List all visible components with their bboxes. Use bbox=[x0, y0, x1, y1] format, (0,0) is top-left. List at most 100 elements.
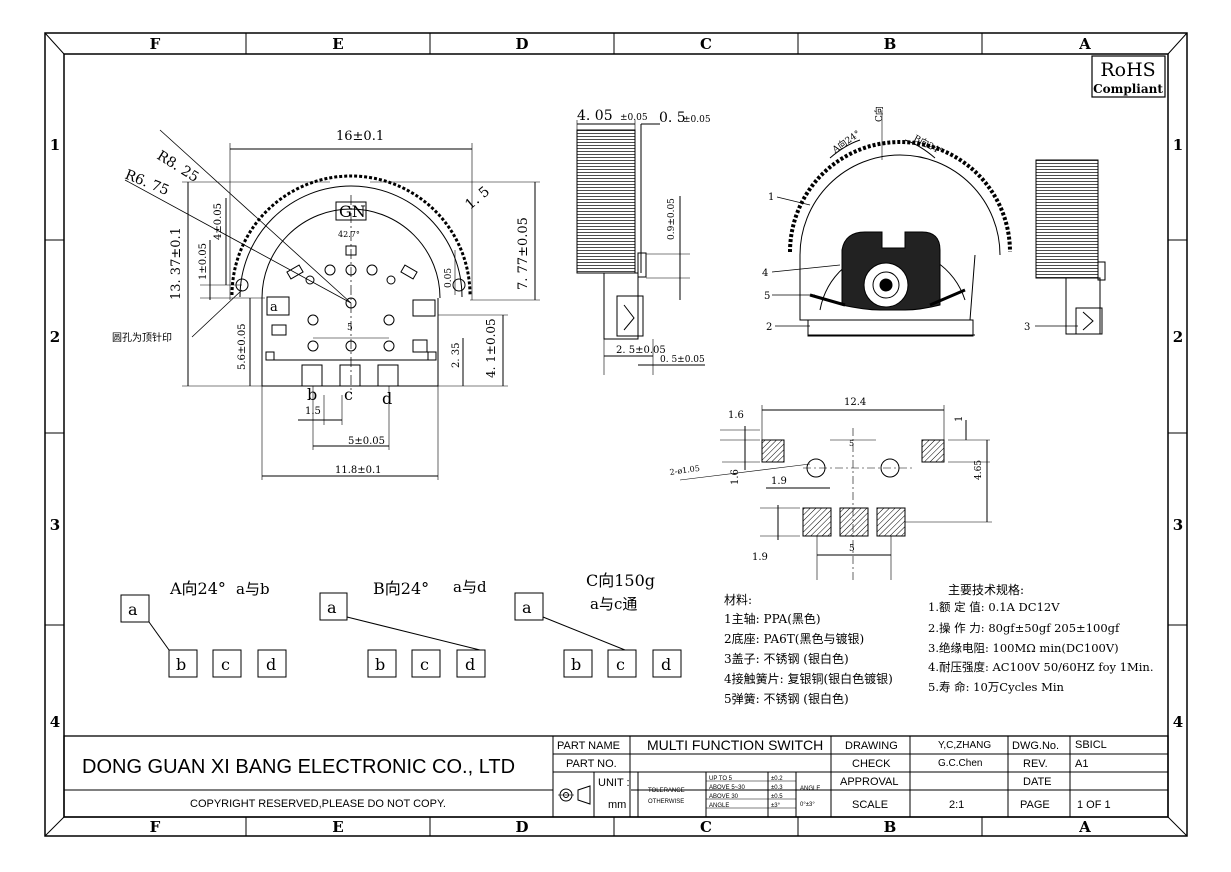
zone-labels: F E D C B A F E D C B A 1 2 3 4 1 2 3 4 bbox=[50, 35, 1183, 836]
state-b-pin-d: d bbox=[465, 655, 475, 674]
drawing-label: DRAWING bbox=[845, 740, 898, 752]
side-view-labels: 4. 05 ±0.05 0. 5 ±0.05 0.9±0.05 2. 5±0.0… bbox=[577, 108, 711, 365]
state-a-pin-d: d bbox=[266, 655, 276, 674]
dim-05: 0. 5 bbox=[659, 110, 686, 126]
state-a-subtitle: a与b bbox=[236, 580, 270, 598]
angle-label: ANGLE bbox=[800, 786, 820, 792]
pcb-dim-16a: 1.6 bbox=[728, 410, 744, 421]
side-view bbox=[576, 120, 705, 375]
pcb-dim-5a: 5 bbox=[849, 439, 854, 448]
knob-serrated-arc bbox=[230, 174, 472, 296]
title-block-text: DONG GUAN XI BANG ELECTRONIC CO., LTD CO… bbox=[82, 737, 1111, 811]
materials-list: 材料: 1主轴: PPA(黑色) 2底座: PA6T(黑色与镀银) 3盖子: 不… bbox=[724, 593, 893, 706]
dim-05b: 0. 5±0.05 bbox=[660, 355, 705, 365]
rohs-label: RoHS bbox=[1100, 59, 1155, 81]
material-4: 4接触簧片: 复银铜(银白色镀银) bbox=[724, 671, 893, 686]
zone-top-e: E bbox=[332, 35, 343, 53]
pcb-hole: 2-ø1.05 bbox=[669, 464, 700, 477]
rohs-compliant-label: Compliant bbox=[1093, 82, 1163, 96]
otherwise-label: OTHERWISE bbox=[648, 799, 684, 805]
zone-top-d: D bbox=[515, 35, 528, 53]
callout-2: 2 bbox=[766, 322, 772, 333]
unit-label: UNIT : bbox=[598, 777, 630, 789]
material-2: 2底座: PA6T(黑色与镀银) bbox=[724, 631, 864, 646]
dim-05-tol: ±0.05 bbox=[683, 115, 711, 125]
dim-25: 2. 5±0.05 bbox=[616, 345, 666, 356]
tolerance-label: TOLERANCE bbox=[648, 788, 685, 794]
front-pin-b: b bbox=[307, 385, 317, 404]
spec-5: 5.寿 命: 10万Cycles Min bbox=[928, 680, 1065, 694]
dim-5-bottom: 5±0.05 bbox=[348, 436, 385, 447]
dim-15: 1. 5 bbox=[462, 184, 493, 213]
part-no-label: PART NO. bbox=[566, 758, 617, 770]
front-view bbox=[124, 129, 540, 480]
check-value: G.C.Chen bbox=[938, 758, 982, 769]
spec-3: 3.绝缘电阻: 100MΩ min(DC100V) bbox=[928, 641, 1119, 655]
front-view-labels: 16±0.1 R8. 25 R6. 75 1. 5 7. 77±0.05 13.… bbox=[112, 129, 531, 476]
check-label: CHECK bbox=[852, 758, 891, 770]
dim-005: 0.05 bbox=[444, 268, 454, 288]
zone-top-b: B bbox=[884, 35, 897, 53]
tol-above2-value: ±0.5 bbox=[771, 794, 783, 800]
dim-405: 4. 05 bbox=[577, 108, 613, 124]
pcb-footprint bbox=[679, 405, 992, 580]
state-a-pin-a: a bbox=[128, 600, 138, 619]
materials-heading: 材料: bbox=[724, 593, 752, 607]
material-1: 1主轴: PPA(黑色) bbox=[724, 611, 821, 626]
state-b-title: B向24° bbox=[373, 579, 429, 598]
zone-left-3: 3 bbox=[50, 516, 60, 534]
page-value: 1 OF 1 bbox=[1077, 799, 1111, 811]
state-b-subtitle: a与d bbox=[453, 578, 487, 596]
zone-bottom-c: C bbox=[700, 818, 712, 836]
state-b-pin-a: a bbox=[327, 598, 337, 617]
part-name-value: MULTI FUNCTION SWITCH bbox=[647, 737, 823, 753]
note-ejector-hole: 圆孔为顶针印 bbox=[112, 331, 172, 344]
zone-bottom-b: B bbox=[884, 818, 897, 836]
zone-left-4: 4 bbox=[50, 713, 60, 731]
title-block bbox=[63, 735, 1169, 818]
page-label: PAGE bbox=[1020, 799, 1050, 811]
approval-label: APPROVAL bbox=[840, 776, 899, 788]
pcb-dim-19a: 1.9 bbox=[771, 476, 787, 487]
tol-angle-label: ANGLE bbox=[709, 803, 729, 809]
angle-427: 42.7° bbox=[338, 230, 360, 239]
pcb-footprint-labels: 12.4 1.6 1 5 2-ø1.05 1.6 1.9 4.65 1.9 5 bbox=[669, 397, 984, 563]
state-c-subtitle: a与c通 bbox=[590, 595, 637, 613]
part-name-label: PART NAME bbox=[557, 740, 620, 752]
rohs-stamp: RoHS Compliant bbox=[1091, 55, 1166, 98]
callout-4: 4 bbox=[762, 268, 768, 279]
unit-value: mm bbox=[608, 799, 626, 811]
dim-405-tol: ±0.05 bbox=[620, 113, 648, 123]
dim-4: 4±0.05 bbox=[213, 203, 224, 240]
dim-radius-675: R6. 75 bbox=[123, 167, 172, 199]
zone-right-4: 4 bbox=[1173, 713, 1183, 731]
tol-upto-value: ±0.2 bbox=[771, 776, 783, 782]
state-c-pin-a: a bbox=[522, 598, 532, 617]
state-b-pin-c: c bbox=[420, 655, 429, 674]
dim-118: 11.8±0.1 bbox=[335, 465, 382, 476]
scale-label: SCALE bbox=[852, 799, 888, 811]
date-label: DATE bbox=[1023, 776, 1052, 788]
dim-777: 7. 77±0.05 bbox=[516, 217, 531, 290]
state-a-title: A向24° bbox=[169, 579, 226, 598]
state-a-pin-c: c bbox=[221, 655, 230, 674]
dim-56: 5.6±0.05 bbox=[237, 323, 248, 370]
switch-state-a: A向24° a与b a b c d bbox=[120, 579, 287, 678]
zone-left-2: 2 bbox=[50, 328, 60, 346]
callout-5: 5 bbox=[764, 291, 770, 302]
zone-left-1: 1 bbox=[50, 136, 60, 154]
zone-bottom-e: E bbox=[332, 818, 343, 836]
dim-width-16: 16±0.1 bbox=[336, 129, 384, 144]
tol-upto-label: UP TO 5 bbox=[709, 776, 733, 782]
state-a-pin-b: b bbox=[176, 655, 186, 674]
tol-above2-label: ABOVE 30 bbox=[709, 794, 739, 800]
spec-1: 1.额 定 值: 0.1A DC12V bbox=[928, 600, 1060, 614]
spec-2: 2.操 作 力: 80gf±50gf 205±100gf bbox=[928, 621, 1120, 635]
state-b-pin-b: b bbox=[375, 655, 385, 674]
scale-value: 2:1 bbox=[949, 799, 964, 811]
tol-angle-value: ±3° bbox=[771, 803, 781, 809]
zone-right-3: 3 bbox=[1173, 516, 1183, 534]
specs-heading: 主要技术规格: bbox=[948, 582, 1024, 597]
callout-3: 3 bbox=[1024, 322, 1030, 333]
